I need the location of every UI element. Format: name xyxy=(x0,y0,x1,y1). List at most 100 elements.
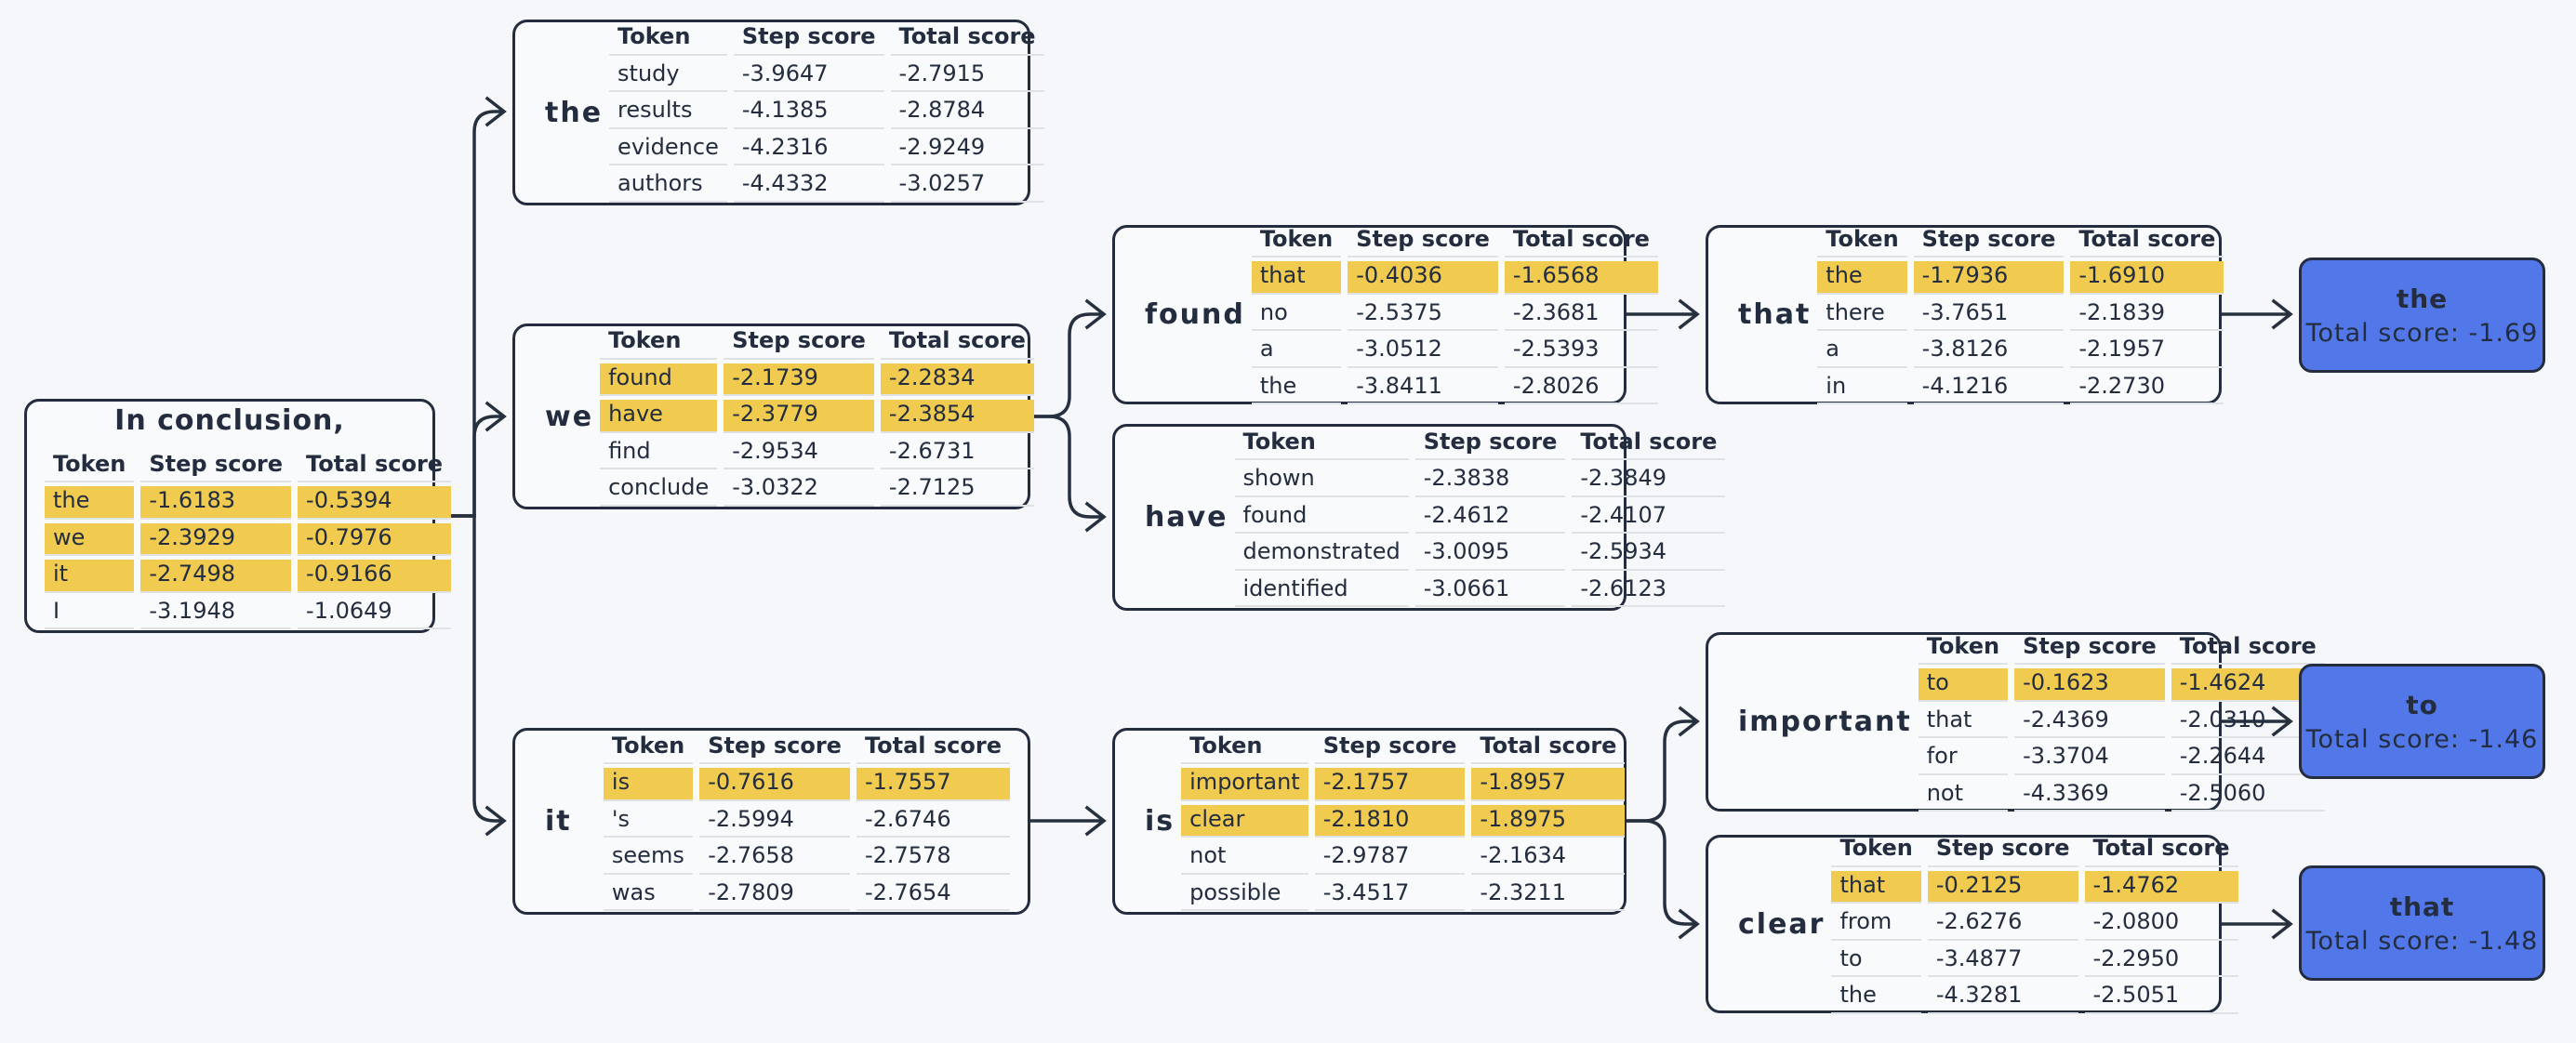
cell-step: -2.3838 xyxy=(1414,464,1566,497)
cell-step: -4.1216 xyxy=(1913,372,2065,405)
table-row: possible-3.4517-2.3211 xyxy=(1181,878,1626,912)
cell-token: have xyxy=(600,400,718,433)
cell-step: -2.5375 xyxy=(1348,298,1498,332)
table-row: important-2.1757-1.8957 xyxy=(1181,768,1626,801)
table-row: study-3.9647-2.7915 xyxy=(609,59,1044,93)
cell-step: -2.5994 xyxy=(699,805,850,838)
cell-step: -3.8411 xyxy=(1348,372,1498,405)
cell-total: -2.8784 xyxy=(890,96,1044,129)
cell-total: -0.7976 xyxy=(298,522,452,557)
cell-total: -2.6731 xyxy=(880,437,1034,470)
cell-step: -4.2316 xyxy=(733,133,884,166)
cell-step: -2.6276 xyxy=(1927,907,2078,941)
cell-total: -1.6910 xyxy=(2070,261,2224,295)
column-header: Token xyxy=(1181,732,1308,765)
cell-token: there xyxy=(1817,298,1907,332)
column-header: Total score xyxy=(1471,732,1626,765)
node-label: found xyxy=(1145,298,1245,331)
cell-token: study xyxy=(609,59,727,93)
edge-is-clear xyxy=(1627,819,1700,940)
cell-step: -2.7809 xyxy=(699,878,850,912)
final-node-the: the Total score: -1.69 xyxy=(2299,257,2545,373)
cell-token: we xyxy=(45,522,135,557)
table-row: for-3.3704-2.2644 xyxy=(1918,742,2325,775)
cell-step: -2.1757 xyxy=(1314,768,1466,801)
cell-token: authors xyxy=(609,169,727,203)
cell-token: no xyxy=(1251,298,1342,332)
cell-total: -2.1957 xyxy=(2070,335,2224,368)
table-row: seems-2.7658-2.7578 xyxy=(603,841,1010,875)
cell-token: a xyxy=(1251,335,1342,368)
final-node-that: that Total score: -1.48 xyxy=(2299,865,2545,981)
cell-token: to xyxy=(1918,668,2009,702)
cell-token: that xyxy=(1918,706,2009,739)
cell-total: -2.5060 xyxy=(2171,779,2325,812)
table-row: the-1.6183-0.5394 xyxy=(45,486,452,520)
cell-total: -2.3681 xyxy=(1504,298,1658,332)
cell-step: -2.7658 xyxy=(699,841,850,875)
cell-token: is xyxy=(603,768,694,801)
table-row: was-2.7809-2.7654 xyxy=(603,878,1010,912)
node-label: have xyxy=(1145,501,1228,534)
table-row: found-2.4612-2.4107 xyxy=(1234,501,1726,535)
cell-token: to xyxy=(1831,944,1921,978)
column-header: Token xyxy=(45,450,135,483)
cell-token: seems xyxy=(603,841,694,875)
table-row: have-2.3779-2.3854 xyxy=(600,400,1034,433)
cell-total: -1.8957 xyxy=(1471,768,1626,801)
cell-step: -1.6183 xyxy=(140,486,292,520)
cell-step: -2.9534 xyxy=(724,437,874,470)
cell-token: evidence xyxy=(609,133,727,166)
cell-total: -2.6746 xyxy=(856,805,1010,838)
column-header: Total score xyxy=(2070,225,2224,258)
cell-token: the xyxy=(1817,261,1907,295)
cell-total: -2.2834 xyxy=(880,363,1034,397)
cell-token: demonstrated xyxy=(1234,537,1409,571)
final-node-to: to Total score: -1.46 xyxy=(2299,664,2545,779)
cell-total: -2.2730 xyxy=(2070,372,2224,405)
final-token: the xyxy=(2396,283,2449,314)
table-row: a-3.8126-2.1957 xyxy=(1817,335,2224,368)
cell-step: -4.3369 xyxy=(2014,779,2165,812)
table-row: to-3.4877-2.2950 xyxy=(1831,944,2238,978)
cell-total: -2.7915 xyxy=(890,59,1044,93)
cell-step: -3.0512 xyxy=(1348,335,1498,368)
table-row: no-2.5375-2.3681 xyxy=(1251,298,1658,332)
cell-step: -3.4877 xyxy=(1927,944,2078,978)
cell-step: -4.3281 xyxy=(1927,981,2078,1014)
cell-total: -2.5393 xyxy=(1504,335,1658,368)
edge-we-found xyxy=(1030,298,1107,418)
cell-total: -2.0310 xyxy=(2171,706,2325,739)
cell-step: -4.4332 xyxy=(733,169,884,203)
column-header: Token xyxy=(1234,428,1409,461)
cell-total: -2.9249 xyxy=(890,133,1044,166)
cell-step: -3.4517 xyxy=(1314,878,1466,912)
table-row: I-3.1948-1.0649 xyxy=(45,597,452,630)
table-row: the-1.7936-1.6910 xyxy=(1817,261,2224,295)
cell-token: the xyxy=(1251,372,1342,405)
cell-step: -3.9647 xyxy=(733,59,884,93)
final-total-score: Total score: -1.69 xyxy=(2305,318,2539,348)
column-header: Token xyxy=(603,732,694,765)
column-header: Step score xyxy=(733,22,884,56)
cell-step: -2.3779 xyxy=(724,400,874,433)
cell-step: -1.7936 xyxy=(1913,261,2065,295)
cell-total: -1.6568 xyxy=(1504,261,1658,295)
cell-total: -2.3849 xyxy=(1572,464,1726,497)
table-row: clear-2.1810-1.8975 xyxy=(1181,804,1626,838)
column-header: Total score xyxy=(856,732,1010,765)
cell-token: that xyxy=(1251,261,1342,295)
